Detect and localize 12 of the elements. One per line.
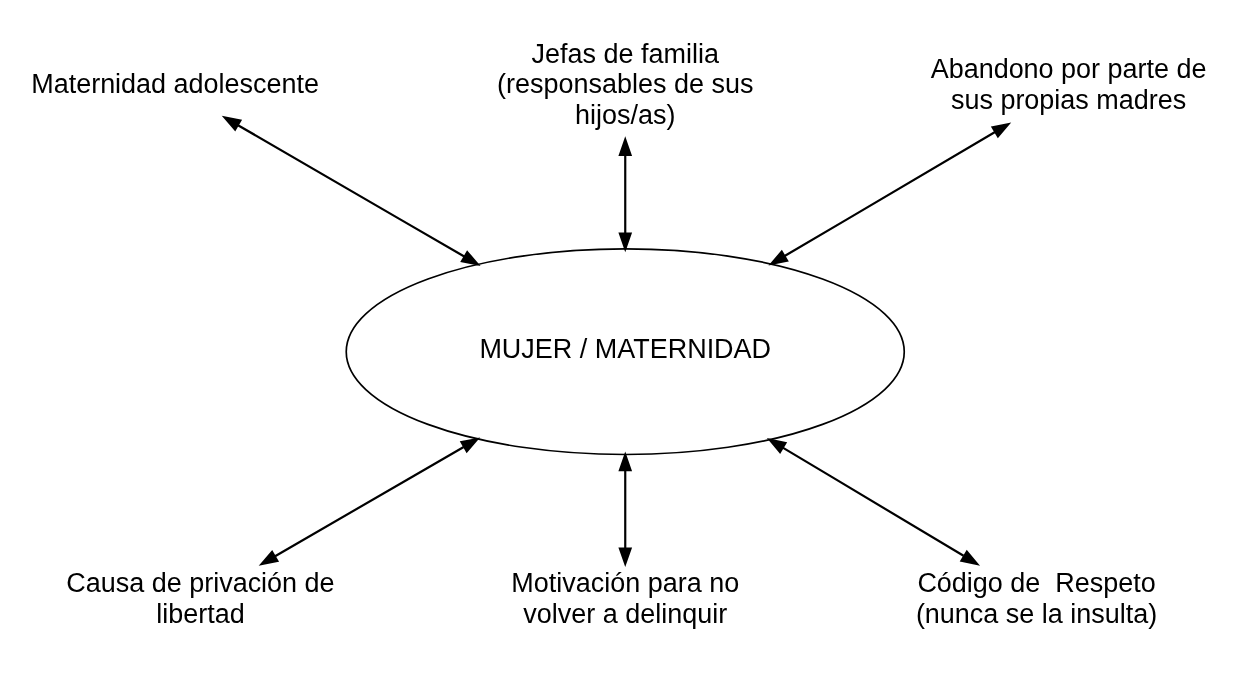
node-text: Motivación para no volver a delinquir xyxy=(511,568,740,629)
arrow xyxy=(221,115,481,266)
node-text: Causa de privación de libertad xyxy=(66,568,335,629)
arrow xyxy=(766,438,981,566)
arrow xyxy=(618,136,633,253)
node-text: Jefas de familia (responsables de sus hijos/as) xyxy=(497,39,754,130)
arrow xyxy=(618,451,633,568)
node-text: Código de Respeto (nunca se la insulta) xyxy=(915,568,1158,629)
arrow xyxy=(768,122,1012,266)
node-text: Abandono por parte de sus propias madres xyxy=(930,54,1207,115)
arrow xyxy=(258,437,481,566)
node-text: Maternidad adolescente xyxy=(31,69,320,100)
